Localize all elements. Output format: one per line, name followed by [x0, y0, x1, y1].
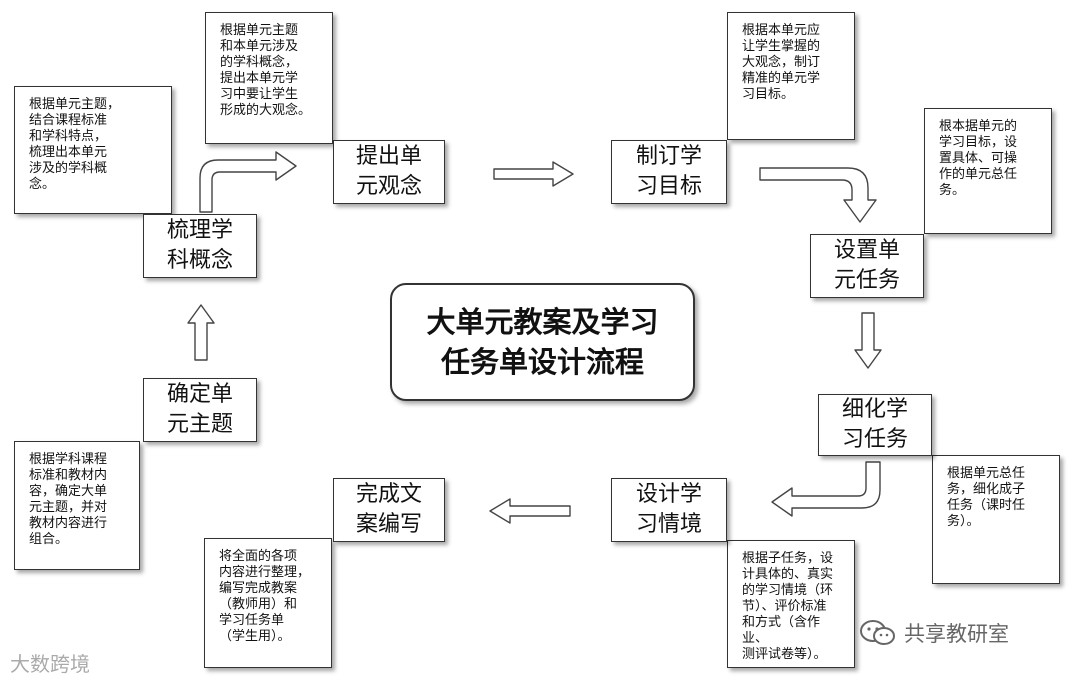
diagram-title: 大单元教案及学习 任务单设计流程: [390, 283, 695, 401]
watermark-left: 大数跨境: [10, 648, 90, 677]
note-set-goals: 根据本单元应 让学生掌握的 大观念，制订 精准的单元学 习目标。: [727, 12, 855, 140]
step-confirm-theme: 确定单 元主题: [143, 378, 257, 442]
note-confirm-theme: 根据学科课程 标准和教材内 容，确定大单 元主题，并对 教材内容进行 组合。: [14, 441, 140, 570]
note-design-context: 根据子任务，设 计具体的、真实 的学习情境（环 节）、评价标准 和方式（含作业、…: [727, 540, 855, 668]
arrow-right-1: [493, 161, 574, 187]
watermark-left-text: 大数跨境: [10, 652, 90, 676]
note-set-tasks: 根本据单元的 学习目标，设 置具体、可操 作的单元总任 务。: [924, 108, 1052, 234]
note-refine-tasks: 根据单元总任 务，细化成子 任务（课时任 务）。: [932, 455, 1060, 584]
note-sort-concepts: 根据单元主题， 结合课程标准 和学科特点， 梳理出本单元 涉及的学科概 念。: [14, 86, 172, 214]
arrow-left: [489, 498, 571, 524]
step-set-goals: 制订学 习目标: [611, 140, 727, 204]
step-complete-writing: 完成文 案编写: [333, 478, 445, 542]
step-set-tasks: 设置单 元任务: [810, 234, 924, 298]
step-sort-concepts: 梳理学 科概念: [143, 214, 257, 278]
arrow-curve-up-right: [199, 151, 297, 213]
arrow-down: [854, 312, 882, 369]
arrow-up: [187, 304, 215, 361]
note-complete-writing: 将全面的各项 内容进行整理， 编写完成教案 （教师用）和 学习任务单 （学生用）…: [204, 538, 332, 668]
arrow-curve-right-down: [759, 167, 877, 223]
note-propose-concepts: 根据单元主题 和本单元涉及 的学科概念， 提出本单元学 习中要让学生 形成的大观…: [205, 12, 333, 144]
wechat-icon: [860, 620, 895, 645]
watermark-right: 共享教研室: [858, 618, 1009, 648]
step-refine-tasks: 细化学 习任务: [818, 394, 932, 456]
arrow-curve-down-left: [771, 461, 881, 517]
step-propose-concepts: 提出单 元观念: [333, 140, 445, 204]
watermark-right-text: 共享教研室: [904, 622, 1009, 646]
step-design-context: 设计学 习情境: [611, 478, 727, 542]
